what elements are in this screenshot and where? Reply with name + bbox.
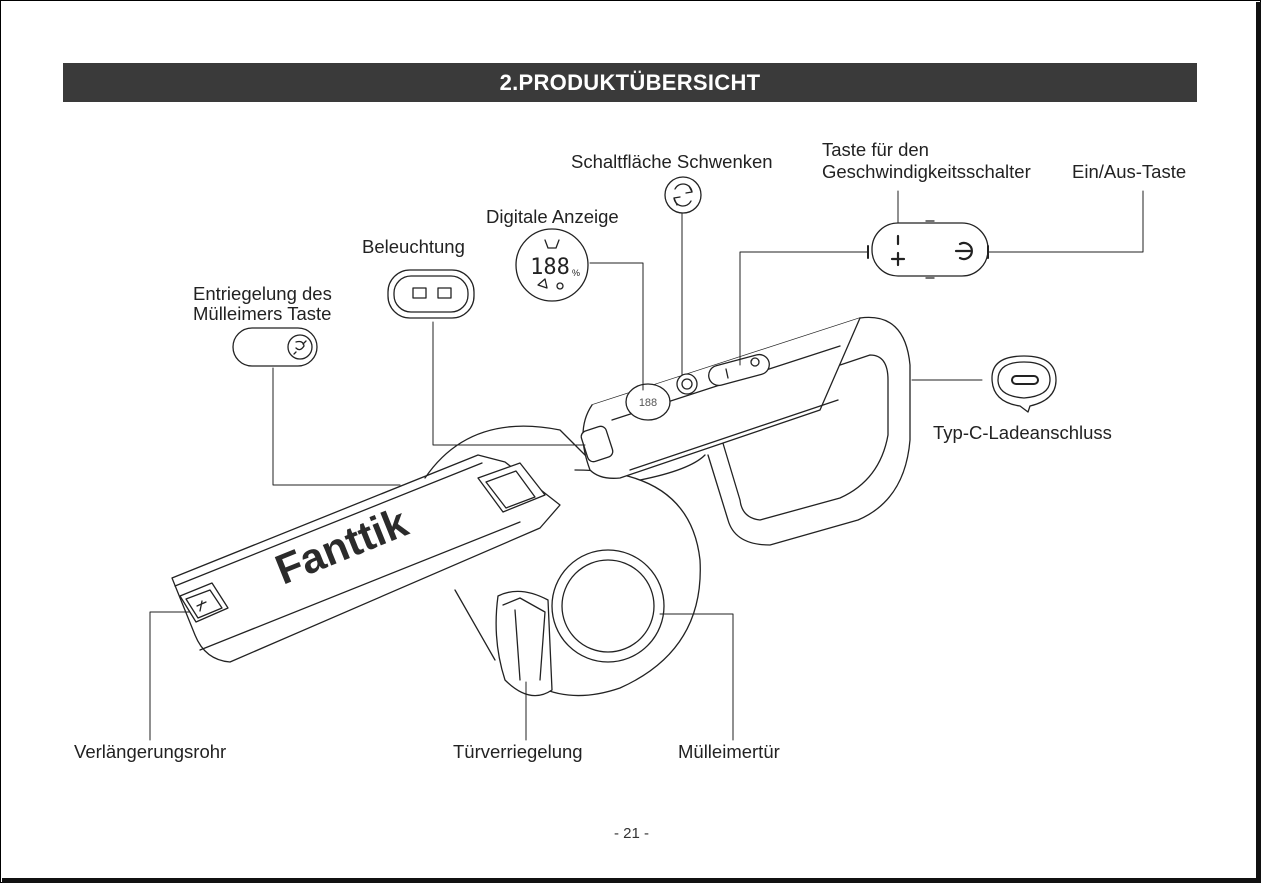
label-swivel-button: Schaltfläche Schwenken <box>571 152 773 172</box>
display-unit: % <box>572 268 580 278</box>
label-bin-release-line1: Entriegelung des <box>193 284 332 304</box>
label-speed-switch-line2: Geschwindigkeitsschalter <box>822 162 1031 182</box>
display-digits: 188 <box>530 255 570 280</box>
label-type-c-port: Typ-C-Ladeanschluss <box>933 423 1112 443</box>
lighting-inset <box>388 270 474 318</box>
control-panel-inset <box>868 221 988 278</box>
swivel-button-inset <box>665 177 701 213</box>
label-lighting: Beleuchtung <box>362 237 465 257</box>
label-power-button: Ein/Aus-Taste <box>1072 162 1186 182</box>
label-bin-door: Mülleimertür <box>678 742 780 762</box>
type-c-inset <box>992 356 1056 412</box>
bin-release-inset <box>233 328 317 366</box>
label-door-lock: Türverriegelung <box>453 742 583 762</box>
label-speed-switch-line1: Taste für den <box>822 140 929 160</box>
svg-text:188: 188 <box>639 397 657 409</box>
label-extension-tube: Verlängerungsrohr <box>74 742 226 762</box>
page-number: - 21 - <box>0 825 1263 842</box>
vacuum-illustration: 188 <box>172 317 910 695</box>
label-bin-release-line2: Mülleimers Taste <box>193 304 331 324</box>
label-digital-display: Digitale Anzeige <box>486 207 619 227</box>
